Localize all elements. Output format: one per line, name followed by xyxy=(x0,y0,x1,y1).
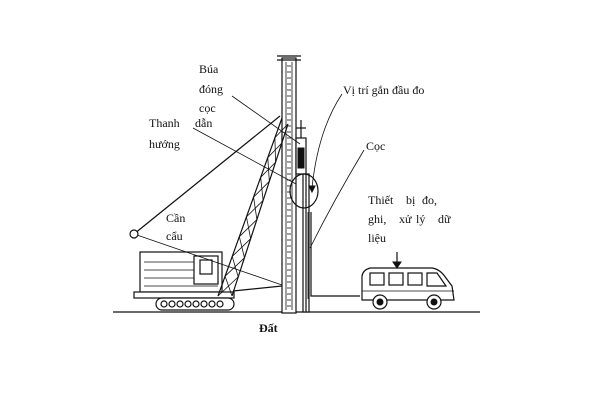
boom-brace xyxy=(239,237,244,258)
boom-brace xyxy=(232,256,238,276)
label-hammer: Búa đóng cọc xyxy=(199,62,226,115)
sensor-leader xyxy=(312,94,342,188)
leader-mast xyxy=(277,56,301,313)
track-wheel xyxy=(193,301,199,307)
crawler-tracks xyxy=(156,298,234,310)
label-ground: Đất xyxy=(259,321,278,335)
sensor-leader-tip xyxy=(309,186,315,192)
label-crane: Cần cẩu xyxy=(166,211,188,243)
track-wheel xyxy=(185,301,191,307)
data-cable xyxy=(311,212,360,296)
pile-leader xyxy=(310,150,364,248)
track-wheel xyxy=(209,301,215,307)
boom-brace xyxy=(254,197,257,219)
label-pile: Cọc xyxy=(366,139,385,153)
track-wheel xyxy=(169,301,175,307)
boom-brace xyxy=(246,217,250,239)
track-wheel xyxy=(161,301,167,307)
pile-hammer xyxy=(296,120,306,174)
boom-lattice xyxy=(218,118,288,296)
boom-brace xyxy=(261,177,263,200)
crane-body xyxy=(134,252,282,298)
label-device: Thiết bị đo, ghi, xử lý dữ liệu xyxy=(368,193,454,245)
data-van xyxy=(362,268,454,309)
track-wheel xyxy=(217,301,223,307)
lattice-boom xyxy=(218,118,288,296)
device-arrow xyxy=(393,252,401,268)
track-wheel xyxy=(177,301,183,307)
label-guide-rod: Thanh dẫn hướng xyxy=(149,116,215,151)
label-sensor-position: Vị trí gắn đầu đo xyxy=(343,83,424,97)
track-wheel xyxy=(201,301,207,307)
boom-brace xyxy=(275,138,276,162)
stay-pulley xyxy=(130,230,138,238)
guide-rod-leader xyxy=(193,128,296,184)
